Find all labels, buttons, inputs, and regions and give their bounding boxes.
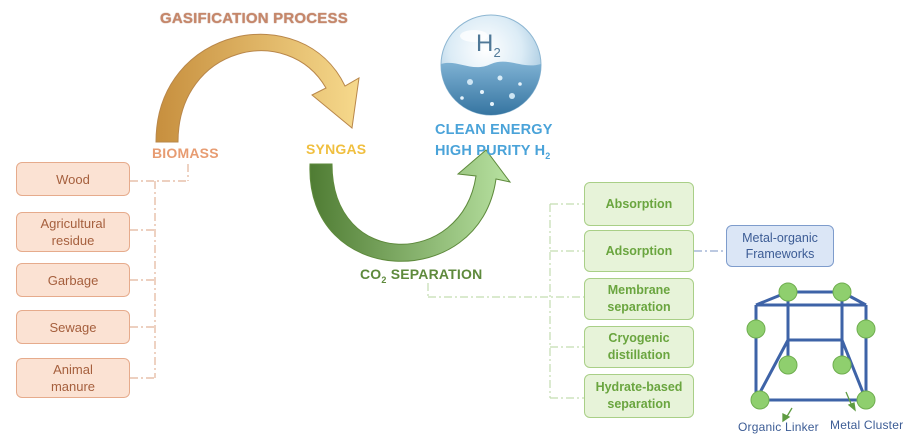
source-label: Wood: [56, 171, 90, 187]
hydrogen-sphere-icon: [440, 14, 542, 116]
co2-separation-arrow: [309, 149, 512, 262]
h2-letter: H: [476, 30, 494, 57]
source-label: Agricultural residue: [40, 216, 106, 248]
method-label: Hydrate-based separation: [595, 380, 683, 411]
mof-structure: [754, 290, 868, 402]
mof-label: Metal-organic Frameworks: [742, 231, 818, 261]
method-adsorption: Adsorption: [584, 230, 694, 272]
co2-suffix: SEPARATION: [386, 266, 483, 282]
source-wood: Wood: [16, 162, 130, 196]
source-sewage: Sewage: [16, 310, 130, 344]
mof-nodes: [746, 282, 876, 410]
source-label: Sewage: [49, 319, 97, 335]
metal-cluster-node: [778, 282, 798, 302]
metal-cluster-node: [750, 390, 770, 410]
mof-pointers: [782, 391, 856, 423]
method-label: Adsorption: [605, 243, 673, 258]
method-membrane-separation: Membrane separation: [584, 278, 694, 320]
co2-subscript: 2: [381, 274, 387, 285]
method-label: Cryogenic distillation: [607, 331, 671, 362]
h2-symbol: H2: [476, 30, 501, 60]
metal-cluster-node: [856, 319, 876, 339]
source-animal-manure: Animal manure: [16, 358, 130, 398]
organic-linker-label: Organic Linker: [738, 420, 819, 434]
metal-cluster-node: [746, 319, 766, 339]
source-garbage: Garbage: [16, 263, 130, 297]
metal-cluster-node: [832, 355, 852, 375]
source-label: Garbage: [47, 272, 99, 288]
mof-box: Metal-organic Frameworks: [726, 225, 834, 267]
stage-syngas: SYNGAS: [306, 141, 367, 157]
method-absorption: Absorption: [584, 182, 694, 226]
metal-cluster-node: [778, 355, 798, 375]
source-label: Animal manure: [50, 362, 96, 394]
biomass-connectors: [130, 164, 189, 379]
co2-prefix: CO: [360, 266, 382, 282]
method-cryogenic-distillation: Cryogenic distillation: [584, 326, 694, 368]
gasification-arrow: [155, 33, 360, 143]
method-label: Membrane separation: [607, 283, 671, 314]
method-label: Absorption: [605, 196, 673, 211]
stage-clean-energy: CLEAN ENERGY: [435, 122, 553, 138]
method-hydrate-based-separation: Hydrate-based separation: [584, 374, 694, 418]
separation-connectors: [427, 203, 584, 399]
gasification-title: GASIFICATION PROCESS: [160, 10, 348, 27]
stage-co2-separation: CO2 SEPARATION: [360, 266, 482, 285]
metal-cluster-node: [856, 390, 876, 410]
h2-subscript: 2: [493, 44, 501, 60]
metal-cluster-label: Metal Cluster: [830, 418, 904, 432]
stage-high-purity: HIGH PURITY H2: [435, 143, 551, 161]
source-agricultural-residue: Agricultural residue: [16, 212, 130, 252]
high-purity-subscript: 2: [545, 150, 551, 161]
high-purity-prefix: HIGH PURITY H: [435, 143, 546, 159]
metal-cluster-node: [832, 282, 852, 302]
stage-biomass: BIOMASS: [152, 145, 219, 161]
